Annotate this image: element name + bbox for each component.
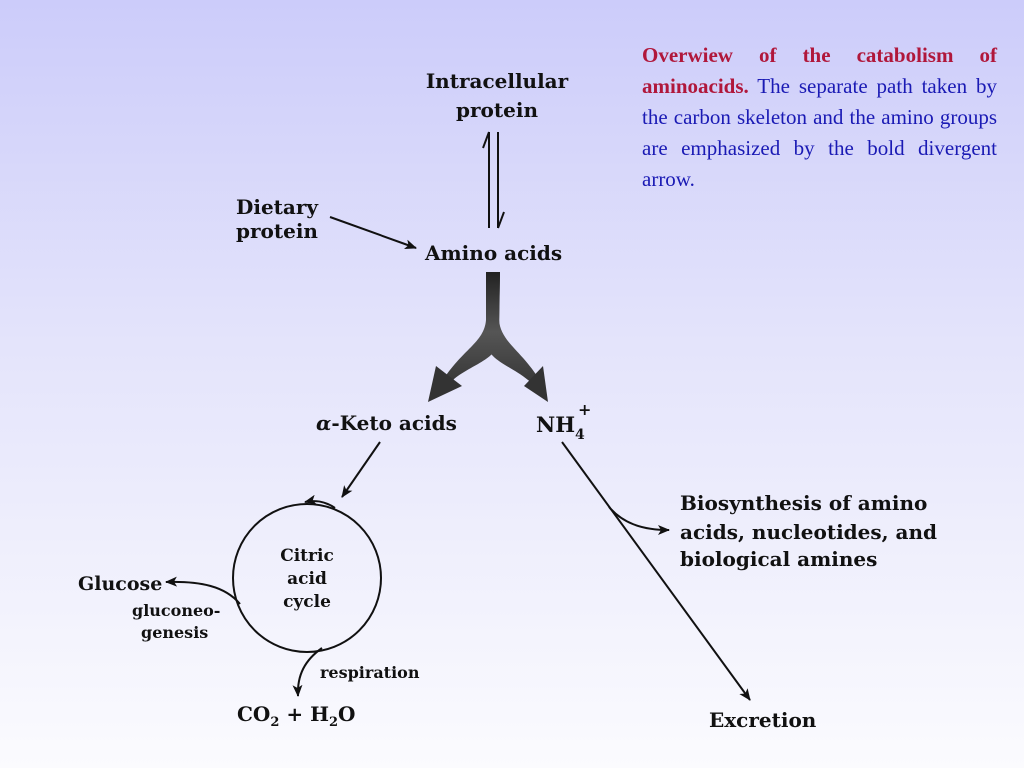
caption-title: Overwiew of the catabolism of aminoacids… [642, 43, 997, 98]
ammonium-subscript: 4 [575, 427, 585, 443]
plus-h: + H [279, 702, 329, 726]
gluconeogenesis-label-line1: gluconeo- [132, 601, 220, 620]
keto-alpha: α [316, 411, 331, 435]
cycle-direction-arrow [304, 494, 336, 509]
respiration-arrow [292, 647, 323, 697]
glucose-label: Glucose [78, 573, 162, 595]
h2o-o: O [338, 702, 355, 726]
dietary-to-amino-arrow [329, 216, 417, 249]
ammonium-charge: + [578, 400, 591, 419]
cycle-label-line1: Citric [280, 546, 334, 566]
dietary-protein-label-line2: protein [236, 219, 318, 243]
keto-acids-label: α-Keto acids [316, 411, 457, 435]
ammonium-base: NH [536, 412, 575, 437]
reversible-arrow [482, 131, 505, 229]
gluconeogenesis-label-line2: genesis [141, 623, 208, 642]
co2-c: CO [237, 702, 270, 726]
ammonium-label: NH4 [536, 412, 585, 443]
co2-subscript: 2 [270, 715, 279, 730]
keto-to-cycle-arrow [341, 441, 381, 498]
excretion-label: Excretion [709, 708, 817, 732]
dietary-protein-label-line1: Dietary [236, 195, 319, 219]
intracellular-protein-label-line1: Intracellular [426, 69, 569, 93]
biosynthesis-label-line1: Biosynthesis of amino [680, 491, 927, 515]
ammonium-to-excretion-arrow [561, 441, 751, 701]
gluconeogenesis-arrow [165, 576, 241, 605]
figure-caption: Overwiew of the catabolism of aminoacids… [642, 40, 997, 195]
amino-acids-label: Amino acids [424, 241, 562, 265]
h2o-subscript: 2 [329, 715, 338, 730]
caption-body: The separate path taken by the carbon sk… [642, 74, 997, 191]
intracellular-protein-label-line2: protein [456, 98, 538, 122]
respiration-label: respiration [320, 663, 420, 682]
co2-h2o-label: CO2 + H2O [237, 702, 355, 730]
biosynthesis-label-line3: biological amines [680, 547, 877, 571]
cycle-label-line2: acid [287, 569, 327, 589]
keto-rest: -Keto acids [331, 411, 457, 435]
biosynthesis-label-line2: acids, nucleotides, and [680, 520, 937, 544]
divergent-arrow [428, 272, 548, 402]
cycle-label-line3: cycle [283, 592, 331, 612]
biosynthesis-arrow [608, 506, 670, 535]
